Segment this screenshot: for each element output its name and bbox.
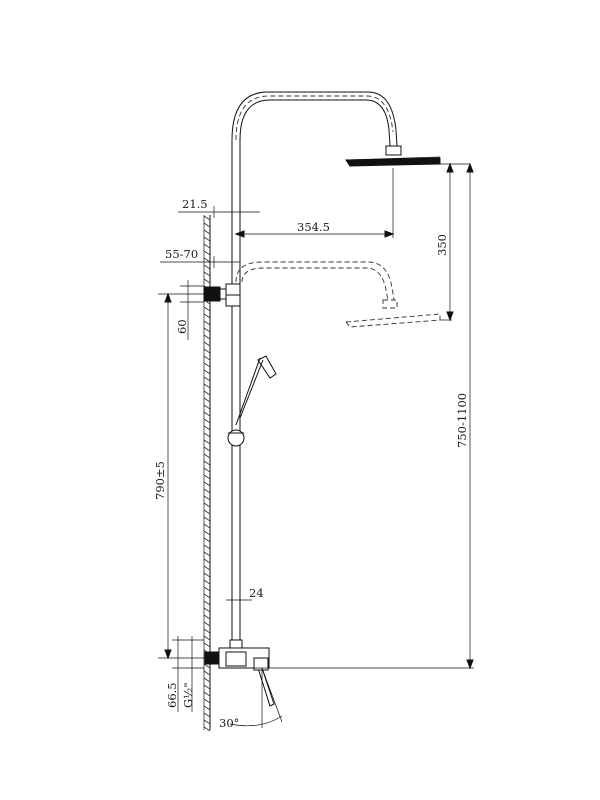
dimension-riser-diameter: 24 xyxy=(226,586,264,606)
wall-hatch-mark xyxy=(203,243,211,249)
wall-hatch-mark xyxy=(203,663,211,669)
wall-hatch-mark xyxy=(203,719,211,725)
wall-hatch-mark xyxy=(203,355,211,361)
dimension-valve-to-bracket: 790±5 xyxy=(153,292,204,660)
dimension-total-height: 750-1100 xyxy=(246,162,474,670)
wall-hatch-mark xyxy=(203,327,211,333)
wall-hatch-mark xyxy=(203,698,211,704)
wall-hatch-mark xyxy=(203,278,211,284)
wall-hatch-mark xyxy=(203,726,211,732)
wall-hatch-mark xyxy=(203,635,211,641)
dimension-bracket-depth: 55-70 xyxy=(160,247,240,268)
wall-hatch-mark xyxy=(203,439,211,445)
wall-hatch-mark xyxy=(203,453,211,459)
wall-hatch-mark xyxy=(203,215,211,221)
wall-hatch-mark xyxy=(203,488,211,494)
wall-hatch-mark xyxy=(203,418,211,424)
wall-hatch-mark xyxy=(203,537,211,543)
wall-hatch-mark xyxy=(203,705,211,711)
wall-hatch-mark xyxy=(203,341,211,347)
wall-hatch-mark xyxy=(203,551,211,557)
dimension-label-valve-depth: 66.5 xyxy=(165,682,179,708)
wall-hatch-mark xyxy=(203,621,211,627)
dimension-label-arm-length: 354.5 xyxy=(297,220,330,234)
wall-hatch-mark xyxy=(203,474,211,480)
wall-hatch-mark xyxy=(203,257,211,263)
wall-hatch-mark xyxy=(203,607,211,613)
wall-hatch-mark xyxy=(203,467,211,473)
wall-hatch-mark xyxy=(203,271,211,277)
wall-hatch-mark xyxy=(203,425,211,431)
mixer-valve xyxy=(204,639,275,707)
wall-hatch-mark xyxy=(203,460,211,466)
wall-hatch-mark xyxy=(203,572,211,578)
wall-hatch-mark xyxy=(203,313,211,319)
wall-hatch-mark xyxy=(203,397,211,403)
wall-hatch-mark xyxy=(203,250,211,256)
dimension-label-bracket-depth: 55-70 xyxy=(165,247,198,261)
dimension-label-rise-height: 350 xyxy=(435,234,449,256)
wall-hatch-mark xyxy=(203,481,211,487)
wall-hatch-mark xyxy=(203,530,211,536)
wall-hatch-mark xyxy=(203,229,211,235)
wall-hatch-mark xyxy=(203,579,211,585)
wall-hatch-mark xyxy=(203,712,211,718)
wall-hatch-mark xyxy=(203,320,211,326)
wall-bracket xyxy=(203,283,241,307)
wall-hatch-mark xyxy=(203,502,211,508)
hand-shower xyxy=(227,355,277,447)
wall-hatch-mark xyxy=(203,376,211,382)
wall-hatch-mark xyxy=(203,411,211,417)
wall-hatch-mark xyxy=(203,446,211,452)
shower-head-upper xyxy=(345,145,441,167)
wall-hatch-mark xyxy=(203,614,211,620)
dimension-label-bracket-height: 60 xyxy=(175,319,189,334)
dimension-valve-depth: 66.5 G½" xyxy=(165,636,204,712)
dimension-label-lever-angle: 30° xyxy=(219,716,239,730)
wall-hatch-mark xyxy=(203,334,211,340)
wall-hatch-mark xyxy=(203,236,211,242)
wall-hatch-mark xyxy=(203,383,211,389)
wall-hatch-mark xyxy=(203,404,211,410)
wall-hatch-mark xyxy=(203,222,211,228)
dimension-label-total-height: 750-1100 xyxy=(455,393,469,448)
wall-hatch-mark xyxy=(203,586,211,592)
dimension-bracket-height: 60 xyxy=(175,280,204,340)
wall-hatch-mark xyxy=(203,600,211,606)
wall-hatch-mark xyxy=(203,362,211,368)
wall-hatch-mark xyxy=(203,523,211,529)
wall-hatch-mark xyxy=(203,691,211,697)
riser-pipe xyxy=(231,140,241,648)
wall-hatch-mark xyxy=(203,306,211,312)
wall-hatch-mark xyxy=(203,593,211,599)
wall-hatch-mark xyxy=(203,495,211,501)
dimension-label-wall-offset: 21.5 xyxy=(182,197,208,211)
wall-hatch-mark xyxy=(203,369,211,375)
wall-hatch-mark xyxy=(203,390,211,396)
wall-hatch-mark xyxy=(203,677,211,683)
wall-hatch-mark xyxy=(203,670,211,676)
dimension-wall-offset: 21.5 xyxy=(178,197,260,218)
wall-hatch-mark xyxy=(203,264,211,270)
dimension-label-valve-to-bracket: 790±5 xyxy=(153,461,167,500)
wall-hatch-mark xyxy=(203,642,211,648)
dimension-arm-length: 354.5 xyxy=(234,168,395,238)
wall-hatch-mark xyxy=(203,684,211,690)
wall-hatch-mark xyxy=(203,432,211,438)
wall-hatch-mark xyxy=(203,509,211,515)
shower-head-lower-position xyxy=(235,261,441,328)
shower-arm xyxy=(231,91,398,147)
wall-hatch-mark xyxy=(203,628,211,634)
wall-hatch-mark xyxy=(203,348,211,354)
dimension-label-riser-diameter: 24 xyxy=(249,586,264,600)
dimension-label-thread: G½" xyxy=(181,682,195,708)
wall-hatch-mark xyxy=(203,516,211,522)
wall-hatch-mark xyxy=(203,565,211,571)
dimension-rise-height: 350 xyxy=(435,162,470,322)
dimension-lever-angle: 30° xyxy=(219,667,283,730)
wall-hatch-mark xyxy=(203,558,211,564)
wall-hatch-mark xyxy=(203,544,211,550)
